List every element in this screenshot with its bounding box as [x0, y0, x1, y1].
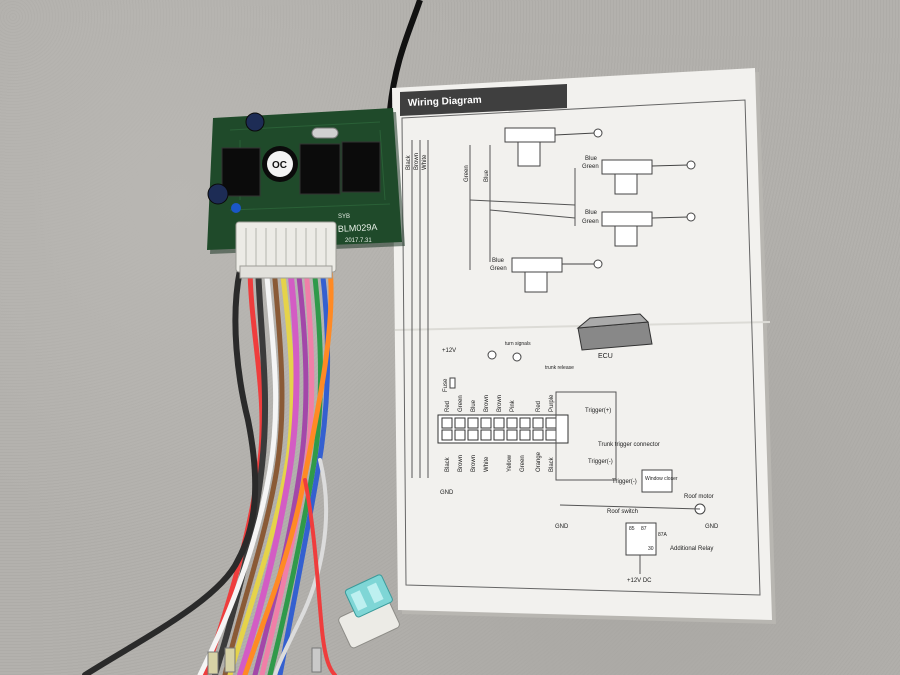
main-harness-connector — [235, 221, 337, 279]
act3-blue: Blue — [585, 210, 598, 216]
label-white-top: White — [422, 154, 428, 170]
fuse-symbol — [449, 377, 456, 389]
pcb-date: 2017.7.31 — [345, 238, 372, 244]
relay-box — [625, 522, 657, 556]
crystal — [311, 127, 339, 139]
relay-pin-85: 85 — [629, 526, 635, 532]
svg-text:Brown: Brown — [471, 455, 477, 472]
svg-text:Yellow: Yellow — [507, 454, 513, 472]
pcb-model: BLM029A — [338, 222, 378, 234]
svg-text:Green: Green — [458, 395, 464, 412]
svg-text:Red: Red — [536, 401, 542, 412]
connector-top-labels: Red Green Blue Brown Brown Pink Red Purp… — [445, 394, 555, 412]
plus12v-label: +12V — [442, 348, 456, 354]
plus12v-dc-label: +12V DC — [627, 578, 652, 584]
relay-pin-87: 87 — [641, 526, 647, 532]
relay-components — [221, 141, 381, 197]
svg-text:Brown: Brown — [484, 395, 490, 412]
turn-signals-label: turn signals — [505, 341, 531, 347]
label-green-wire: Green — [464, 165, 470, 182]
wire-bundle — [82, 262, 337, 675]
svg-text:Red: Red — [445, 401, 451, 412]
spade-terminals — [207, 647, 322, 675]
relay-pin-87a: 87A — [658, 532, 668, 538]
svg-text:Brown: Brown — [458, 455, 464, 472]
label-black-top: Black — [406, 154, 412, 170]
capacitors — [207, 112, 265, 213]
antenna-wire — [387, 0, 423, 111]
act3-green: Green — [582, 219, 599, 225]
label-blue-wire: Blue — [484, 169, 490, 182]
fuse-holder — [338, 574, 400, 649]
trigger-plus-label: Trigger(+) — [585, 408, 611, 414]
trigger-minus-label: Trigger(-) — [588, 459, 613, 465]
title-bar — [400, 84, 567, 116]
relay-pin-30: 30 — [648, 546, 654, 552]
window-closer-box — [641, 469, 673, 493]
trunk-trigger-connector-label: Trunk trigger connector — [598, 442, 660, 448]
roof-motor-label: Roof motor — [684, 494, 714, 500]
trunk-release-label: trunk release — [545, 365, 574, 371]
act4-green: Green — [490, 266, 507, 272]
label-brown-top: Brown — [414, 153, 420, 170]
svg-text:Green: Green — [520, 455, 526, 472]
turn-signal-bulb-1 — [487, 350, 497, 360]
act4-blue: Blue — [492, 258, 505, 264]
connector-bottom-labels: Black Brown Brown White Yellow Green Ora… — [445, 451, 555, 472]
act2-blue: Blue — [585, 156, 598, 162]
buzzer-mark: OC — [272, 160, 287, 171]
actuator-2 — [601, 159, 696, 195]
gnd-label-1: GND — [440, 490, 454, 496]
connector-block — [437, 414, 569, 444]
pcb-board: OC SYB BLM029A 2017.7.31 — [207, 108, 405, 254]
roof-switch-label: Roof switch — [607, 509, 638, 515]
turn-signal-bulb-2 — [512, 352, 522, 362]
window-closer-label: Window closer — [645, 476, 678, 482]
trigger-minus-2-label: Trigger(-) — [612, 479, 637, 485]
fuse-label: Fuse — [443, 378, 449, 392]
trunk-trigger-box — [555, 391, 617, 481]
pcb-small-mark: SYB — [338, 214, 350, 220]
svg-text:Black: Black — [549, 456, 555, 472]
svg-text:Black: Black — [445, 456, 451, 472]
ecu-label: ECU — [598, 353, 613, 360]
additional-relay-label: Additional Relay — [670, 546, 713, 552]
wiring-diagram-sheet: Wiring Diagram Black Brown White Green B… — [392, 68, 776, 624]
svg-text:Brown: Brown — [497, 395, 503, 412]
actuator-3 — [601, 211, 696, 247]
svg-text:White: White — [484, 456, 490, 472]
svg-text:Orange: Orange — [536, 451, 542, 472]
gnd-label-3: GND — [705, 524, 719, 530]
actuator-4 — [511, 257, 603, 293]
act2-green: Green — [582, 164, 599, 170]
svg-text:Blue: Blue — [471, 399, 477, 412]
actuator-main — [504, 127, 603, 167]
svg-text:Pink: Pink — [510, 399, 516, 412]
gnd-label-2: GND — [555, 524, 569, 530]
svg-text:Purple: Purple — [549, 394, 555, 412]
diagram-title: Wiring Diagram — [408, 95, 482, 109]
ecu-box — [576, 313, 653, 351]
